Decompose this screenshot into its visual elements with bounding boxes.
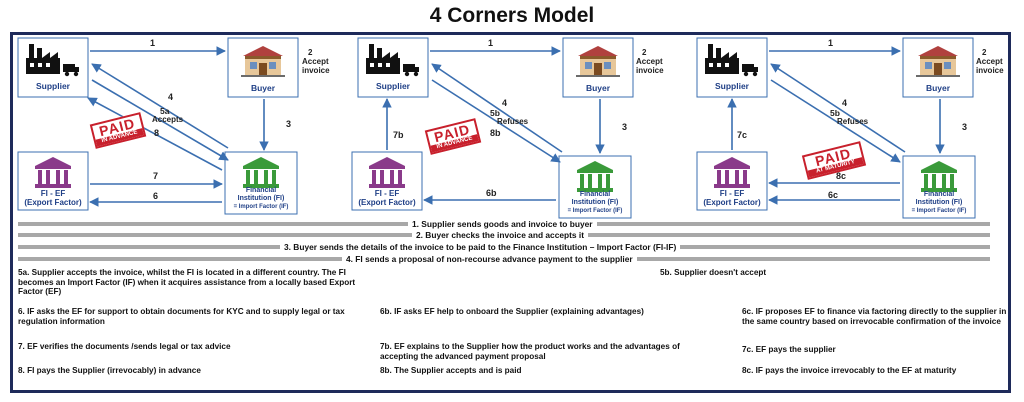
fi-line-3: = Import Factor (IF) xyxy=(567,208,623,214)
note-5a: 5a. Supplier accepts the invoice, whilst… xyxy=(18,268,356,297)
invoice-label: invoice xyxy=(636,66,664,75)
diagram-frame xyxy=(10,32,1011,393)
export-factor-label: FI - EF (Export Factor) xyxy=(697,189,767,207)
accept-invoice-label: 2 Accept invoice xyxy=(636,48,664,75)
step-3-label: 3 xyxy=(286,119,292,129)
supplier-label: Supplier xyxy=(714,81,749,91)
fi-line-2: Institution (FI) xyxy=(237,195,285,202)
fi-line-1: Financial xyxy=(923,191,955,198)
supplier-label: Supplier xyxy=(35,81,70,91)
accept-invoice-label: 2 Accept invoice xyxy=(302,48,330,75)
export-factor-sublabel: (Export Factor) xyxy=(703,198,761,207)
step-5b-label: 5b xyxy=(830,108,840,118)
accept-invoice-label: 2 Accept invoice xyxy=(976,48,1004,75)
step-7c-label: 7c xyxy=(737,130,748,140)
fi-ef-label: FI - EF xyxy=(374,189,400,198)
note-6c: 6c. IF proposes EF to finance via factor… xyxy=(742,307,1007,326)
step-8c-label: 8c xyxy=(836,171,847,181)
financial-institution-label: Financial Institution (FI) = Import Fact… xyxy=(903,191,975,215)
step-5b-label: 5b xyxy=(490,108,500,118)
step-number: 2 xyxy=(642,48,647,57)
fi-line-2: Institution (FI) xyxy=(915,199,963,206)
note-5b: 5b. Supplier doesn't accept xyxy=(660,268,767,277)
export-factor-label: FI - EF (Export Factor) xyxy=(352,189,422,207)
note-6b: 6b. IF asks EF help to onboard the Suppl… xyxy=(380,307,644,316)
step-1-label: 1 xyxy=(828,38,834,48)
refuses-label: Refuses xyxy=(497,117,529,126)
step-5a-label: 5a xyxy=(160,106,170,116)
step-3-label: 3 xyxy=(622,122,628,132)
note-7: 7. EF verifies the documents /sends lega… xyxy=(18,342,231,351)
step-7b-label: 7b xyxy=(393,130,404,140)
export-factor-sublabel: (Export Factor) xyxy=(358,198,416,207)
page-title: 4 Corners Model xyxy=(429,4,595,27)
step-1-label: 1 xyxy=(150,38,156,48)
step-number: 2 xyxy=(982,48,987,57)
fi-line-1: Financial xyxy=(579,191,611,198)
fi-line-3: = Import Factor (IF) xyxy=(911,208,967,214)
step-6c-label: 6c xyxy=(828,190,839,200)
step-1-text: 1. Supplier sends goods and invoice to b… xyxy=(408,219,597,229)
step-6b-label: 6b xyxy=(486,188,497,198)
step-4-label: 4 xyxy=(502,98,508,108)
note-7b: 7b. EF explains to the Supplier how the … xyxy=(380,342,680,361)
invoice-label: invoice xyxy=(976,66,1004,75)
supplier-label: Supplier xyxy=(375,81,410,91)
note-7c: 7c. EF pays the supplier xyxy=(742,345,836,354)
fi-line-1: Financial xyxy=(245,187,277,194)
step-number: 2 xyxy=(308,48,313,57)
step-2-text: 2. Buyer checks the invoice and accepts … xyxy=(412,230,589,240)
fi-ef-label: FI - EF xyxy=(719,189,745,198)
note-8c: 8c. IF pays the invoice irrevocably to t… xyxy=(742,366,957,375)
accepts-label: Accepts xyxy=(152,115,184,124)
export-factor-sublabel: (Export Factor) xyxy=(24,198,82,207)
export-factor-label: FI - EF (Export Factor) xyxy=(18,189,88,207)
financial-institution-label: Financial Institution (FI) = Import Fact… xyxy=(225,187,297,211)
step-4-label: 4 xyxy=(842,98,848,108)
note-8b: 8b. The Supplier accepts and is paid xyxy=(380,366,522,375)
step-4-label: 4 xyxy=(168,92,174,102)
accept-label: Accept xyxy=(302,57,329,66)
buyer-label: Buyer xyxy=(925,83,951,93)
fi-line-3: = Import Factor (IF) xyxy=(233,204,289,210)
financial-institution-label: Financial Institution (FI) = Import Fact… xyxy=(559,191,631,215)
fi-line-2: Institution (FI) xyxy=(571,199,619,206)
step-1-label: 1 xyxy=(488,38,494,48)
note-8: 8. FI pays the Supplier (irrevocably) in… xyxy=(18,366,201,375)
buyer-label: Buyer xyxy=(250,83,276,93)
step-8b-label: 8b xyxy=(490,128,501,138)
step-7-label: 7 xyxy=(153,171,159,181)
step-6-label: 6 xyxy=(153,191,159,201)
step-3-label: 3 xyxy=(962,122,968,132)
note-6: 6. IF asks the EF for support to obtain … xyxy=(18,307,345,326)
accept-label: Accept xyxy=(976,57,1003,66)
buyer-label: Buyer xyxy=(585,83,611,93)
step-3-text: 3. Buyer sends the details of the invoic… xyxy=(280,242,681,252)
step-4-text: 4. FI sends a proposal of non-recourse a… xyxy=(342,254,637,264)
accept-label: Accept xyxy=(636,57,663,66)
fi-ef-label: FI - EF xyxy=(40,189,66,198)
invoice-label: invoice xyxy=(302,66,330,75)
refuses-label: Refuses xyxy=(837,117,869,126)
step-8-label: 8 xyxy=(154,128,160,138)
